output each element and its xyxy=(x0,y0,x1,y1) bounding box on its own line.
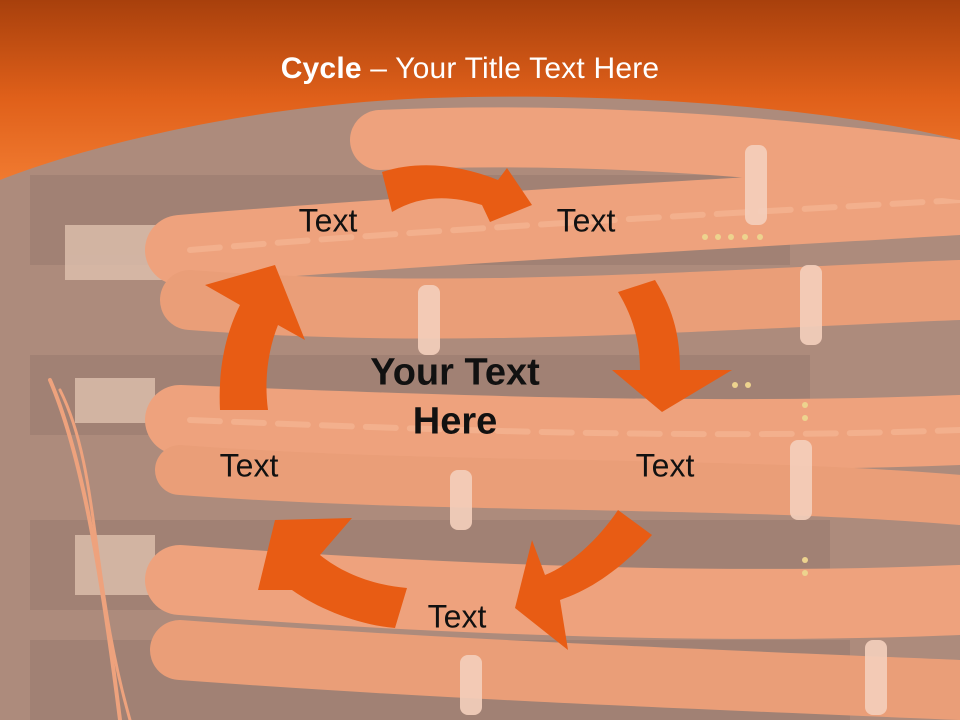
slide-title: Cycle – Your Title Text Here xyxy=(0,52,940,86)
cycle-arrow-4 xyxy=(258,518,407,628)
center-line-1: Your Text xyxy=(370,351,540,394)
cycle-label-bottom: Text xyxy=(427,598,487,635)
cycle-arrow-2 xyxy=(612,280,732,412)
center-text: Your Text Here xyxy=(335,349,575,448)
cycle-arrow-3 xyxy=(515,510,652,650)
center-line-2: Here xyxy=(412,401,498,443)
cycle-arrow-1 xyxy=(382,165,532,222)
cycle-label-right: Text xyxy=(635,447,695,484)
title-rest: – Your Title Text Here xyxy=(361,52,660,85)
title-bold: Cycle xyxy=(280,52,362,85)
cycle-arrow-5 xyxy=(205,265,305,410)
cycle-label-top-right: Text xyxy=(556,202,616,239)
cycle-label-top-left: Text xyxy=(298,202,358,239)
cycle-label-left: Text xyxy=(219,447,279,484)
